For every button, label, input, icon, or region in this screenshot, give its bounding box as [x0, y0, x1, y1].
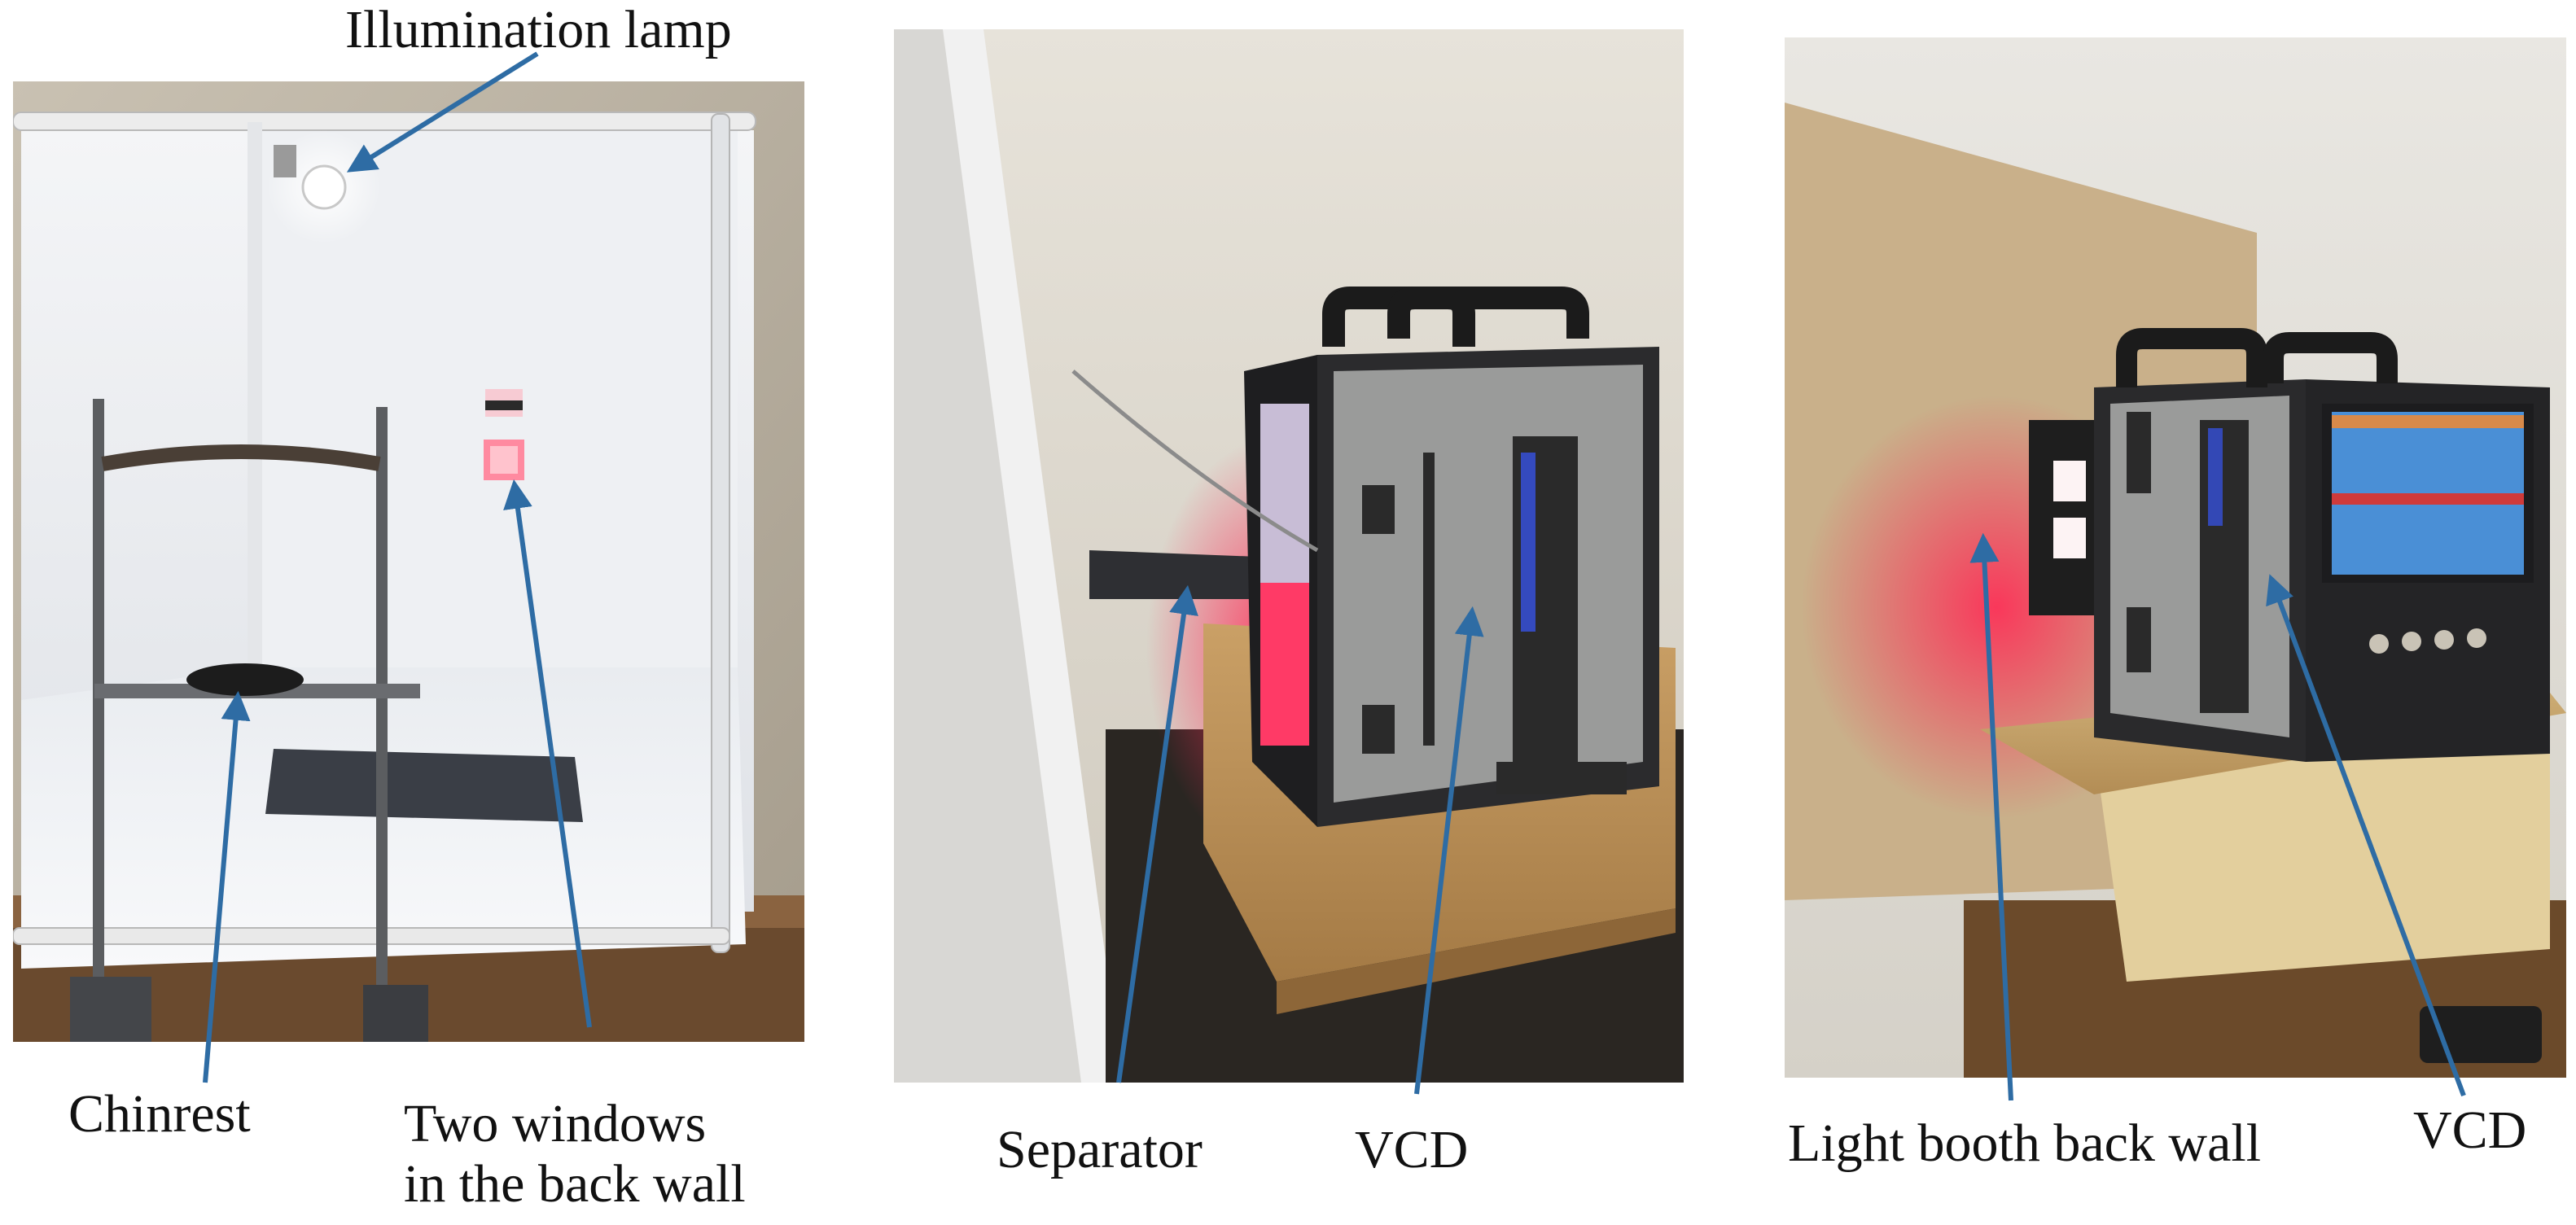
label-vcd-middle: VCD: [1355, 1120, 1469, 1179]
label-light-booth-back-wall: Light booth back wall: [1788, 1113, 2262, 1173]
photo-separator-vcd: [894, 29, 1684, 1083]
separator-vcd-photo-drawing: [894, 29, 1684, 1083]
label-separator: Separator: [997, 1120, 1203, 1179]
label-chinrest: Chinrest: [68, 1084, 251, 1144]
label-two-windows-line1: Two windows: [404, 1094, 707, 1153]
label-two-windows-line2: in the back wall: [404, 1154, 746, 1214]
label-vcd-right: VCD: [2413, 1100, 2527, 1160]
back-wall-vcd-photo-drawing: [1785, 37, 2566, 1078]
light-booth-photo-drawing: [13, 81, 804, 1042]
label-illumination-lamp: Illumination lamp: [345, 0, 732, 59]
photo-back-wall-vcd: [1785, 37, 2566, 1078]
photo-light-booth: [13, 81, 804, 1042]
